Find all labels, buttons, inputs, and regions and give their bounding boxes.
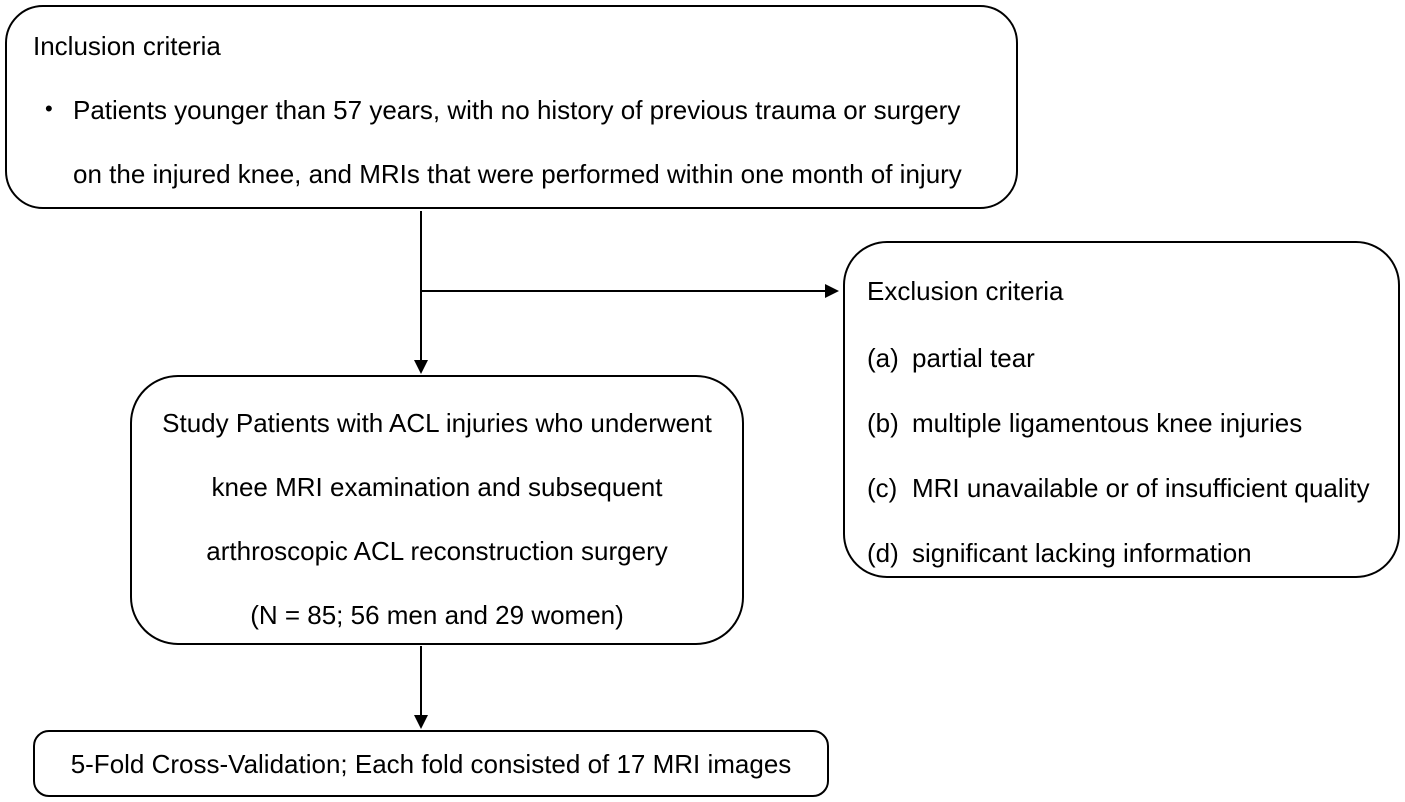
exclusion-item-b-text: multiple ligamentous knee injuries [912, 408, 1303, 438]
arrowhead-down-icon [414, 360, 428, 374]
exclusion-item-d-text: significant lacking information [912, 538, 1252, 568]
cross-validation-box: 5-Fold Cross-Validation; Each fold consi… [33, 730, 829, 797]
inclusion-criteria-title: Inclusion criteria [33, 31, 221, 61]
study-box-line-3: arthroscopic ACL reconstruction surgery [206, 536, 668, 566]
inclusion-criteria-line-1: Patients younger than 57 years, with no … [73, 95, 961, 125]
study-box-line-2: knee MRI examination and subsequent [211, 472, 663, 502]
exclusion-item-c-text: MRI unavailable or of insufficient quali… [912, 473, 1370, 503]
exclusion-criteria-box: Exclusion criteria (a) partial tear (b) … [843, 241, 1400, 578]
arrow-line-study-to-cv [420, 646, 422, 716]
arrow-line-inclusion-to-study [420, 211, 422, 361]
study-box-line-1: Study Patients with ACL injuries who und… [162, 408, 712, 438]
arrowhead-down-icon [414, 715, 428, 729]
exclusion-item-d-label: (d) [867, 538, 899, 568]
bullet-icon: • [45, 96, 53, 121]
exclusion-item-c-label: (c) [867, 473, 898, 503]
arrowhead-right-icon [825, 284, 839, 298]
inclusion-criteria-line-2: on the injured knee, and MRIs that were … [73, 159, 962, 189]
study-patients-box: Study Patients with ACL injuries who und… [130, 375, 744, 645]
exclusion-item-a-label: (a) [867, 343, 899, 373]
exclusion-criteria-title: Exclusion criteria [867, 276, 1064, 306]
arrow-line-to-exclusion [421, 290, 825, 292]
inclusion-criteria-box: Inclusion criteria • Patients younger th… [5, 5, 1018, 209]
exclusion-item-a-text: partial tear [912, 343, 1035, 373]
study-box-line-4: (N = 85; 56 men and 29 women) [250, 600, 624, 630]
cross-validation-text: 5-Fold Cross-Validation; Each fold consi… [70, 748, 792, 779]
exclusion-item-b-label: (b) [867, 408, 899, 438]
